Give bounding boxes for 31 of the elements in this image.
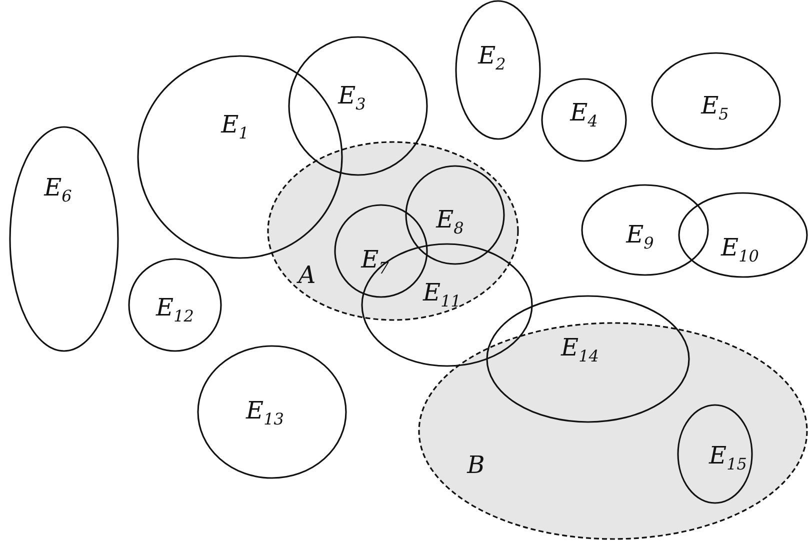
- set-ellipse: [486, 295, 690, 423]
- set-label: E$_{14}$: [561, 336, 599, 364]
- set-ellipse: [128, 258, 222, 352]
- set-ellipse: [361, 243, 533, 367]
- set-ellipse: [541, 78, 627, 162]
- set-label: E$_{5}$: [701, 94, 729, 122]
- set-ellipse: [677, 404, 753, 504]
- set-label: E$_{13}$: [246, 398, 284, 428]
- set-ellipse: [9, 126, 119, 352]
- set-label: E$_{4}$: [570, 100, 598, 130]
- set-label: E$_{3}$: [338, 84, 366, 112]
- set-label: E$_{2}$: [478, 44, 506, 72]
- set-label: E$_{6}$: [44, 176, 72, 204]
- set-label: E$_{15}$: [709, 444, 747, 472]
- set-ellipse: [678, 192, 808, 278]
- set-ellipse: [455, 0, 541, 140]
- set-label: E$_{9}$: [626, 222, 654, 252]
- set-ellipse: [651, 52, 781, 150]
- set-label: E$_{8}$: [436, 208, 464, 236]
- set-ellipse: [288, 36, 428, 176]
- set-ellipse: [197, 345, 347, 479]
- dashed-region-ellipse: [267, 141, 519, 321]
- set-label: E$_{1}$: [221, 112, 249, 142]
- region-label: A: [298, 263, 316, 287]
- set-label: E$_{10}$: [721, 236, 759, 264]
- region-label: B: [467, 453, 485, 477]
- set-label: E$_{11}$: [423, 280, 461, 310]
- dashed-region-ellipse: [418, 322, 808, 540]
- set-ellipse: [405, 165, 505, 265]
- set-label: E$_{12}$: [156, 296, 194, 324]
- set-ellipse: [581, 184, 709, 276]
